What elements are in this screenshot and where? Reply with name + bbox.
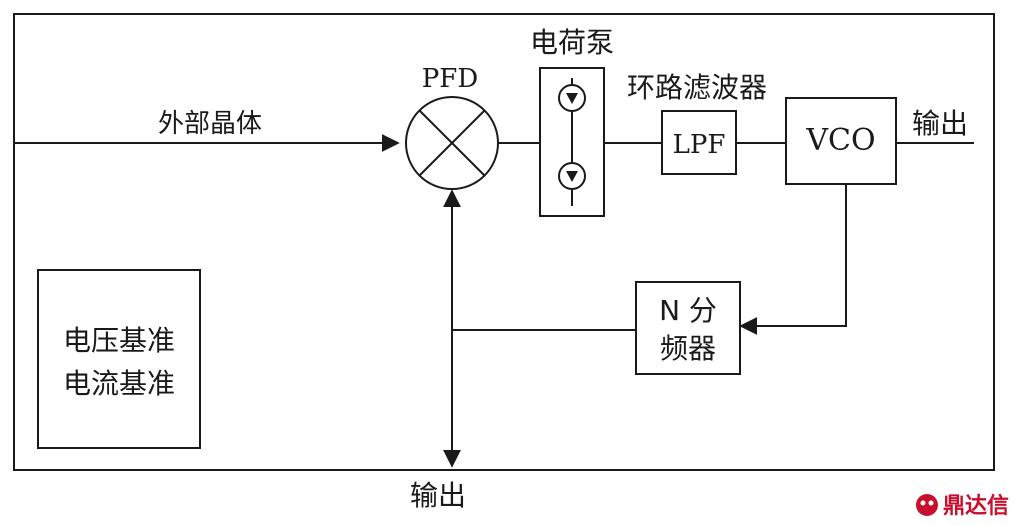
lpf-box: [661, 110, 737, 175]
feedback-vco-to-divider: [739, 184, 847, 335]
n-divider-label-2: 频器: [660, 332, 716, 365]
pfd-label: PFD: [422, 64, 478, 94]
vco-label: VCO: [805, 123, 875, 158]
ext-crystal-label: 外部晶体: [158, 109, 262, 139]
vco-box: [785, 97, 897, 185]
watermark-icon: [916, 494, 938, 516]
voltage-ref-label: 电压基准: [63, 324, 175, 357]
reference-box: [37, 269, 201, 449]
lpf-label: LPF: [673, 130, 726, 160]
n-divider-label-1: N 分: [659, 294, 717, 327]
n-divider-box: [635, 281, 741, 375]
output-right-label: 输出: [912, 107, 968, 140]
charge-pump-label: 电荷泵: [530, 26, 614, 59]
current-ref-label: 电流基准: [63, 367, 175, 400]
watermark-logo: 鼎达信: [916, 493, 1009, 519]
loop-filter-label: 环路滤波器: [627, 71, 767, 104]
output-bottom-label: 输出: [410, 479, 466, 512]
pfd-block: [405, 96, 499, 190]
current-source-icons: [558, 78, 586, 206]
watermark-text: 鼎达信: [943, 493, 1009, 519]
